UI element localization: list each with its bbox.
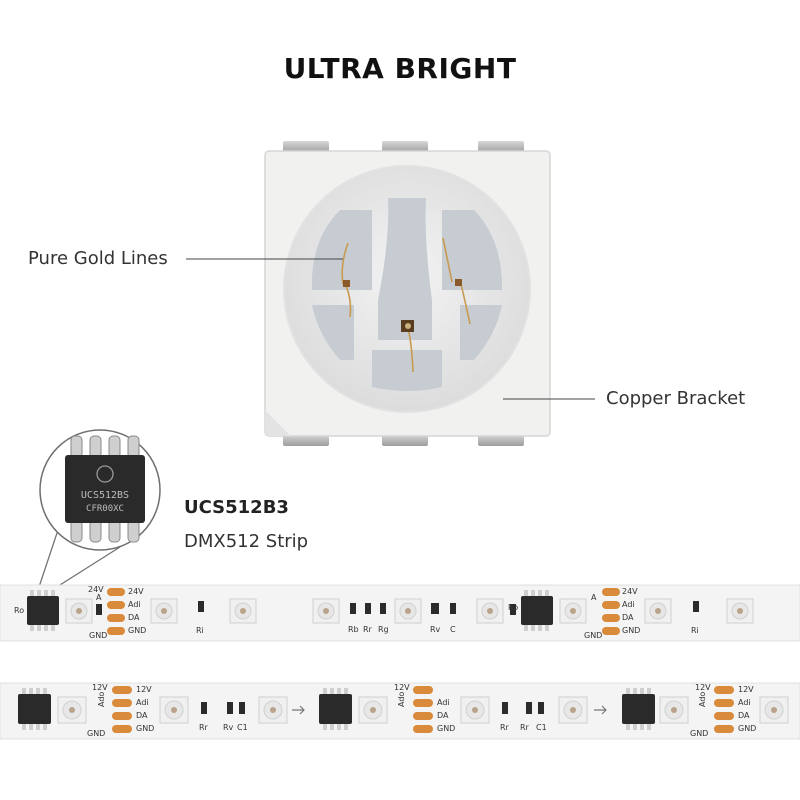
strip2-label-7: Rr	[199, 723, 209, 732]
strip1-label-6: GND	[128, 626, 146, 635]
chip-model-label: UCS512B3	[184, 497, 289, 518]
strip2-label-11: Ado	[397, 692, 406, 707]
bottom-pin-middle	[382, 434, 428, 446]
strip1-label-11: Rg	[378, 625, 389, 634]
strip2-leds	[57, 696, 789, 724]
led-body-corner-chamfer	[265, 410, 291, 436]
die-pads	[311, 198, 503, 391]
strip2-chips	[18, 688, 655, 730]
strip2-label-0: 12V	[92, 683, 108, 692]
strip2-arrows	[292, 705, 607, 715]
strip2-label-17: C1	[536, 723, 547, 732]
strip1-label-9: Rb	[348, 625, 359, 634]
strip2-label-8: Rv	[223, 723, 234, 732]
gold-lines-callout: Pure Gold Lines	[28, 248, 168, 269]
strip1-label-18: A	[591, 593, 597, 602]
top-pin-right	[478, 141, 524, 153]
strip2-resistors	[201, 702, 544, 714]
top-pin-left	[283, 141, 329, 153]
strip2-label-15: Rr	[500, 723, 510, 732]
strip2-label-3: Adi	[136, 698, 149, 707]
led-strip-24v: 24V A Ro 24V Adi DA GND GND Ri Rb Rr Rg …	[0, 584, 800, 642]
strip2-label-13: DA	[437, 711, 449, 720]
strip2-label-24: GND	[690, 729, 708, 738]
strip2-label-16: Rr	[520, 723, 530, 732]
strip2-copper-pads	[112, 686, 734, 733]
strip1-copper-pads	[107, 588, 620, 635]
page-title: ULTRA BRIGHT	[283, 52, 517, 85]
strip1-label-20: GND	[584, 631, 602, 640]
strip2-label-18: 12V	[695, 683, 711, 692]
strip1-chip-2	[521, 590, 553, 631]
strip2-label-4: DA	[136, 711, 148, 720]
led-strip-12v: 12V Ado 12V Adi DA GND GND Rr Rv C1 12V …	[0, 682, 800, 740]
strip1-label-15: Adi	[622, 600, 635, 609]
magnifier-line-left	[37, 532, 58, 591]
strip2-label-21: Adi	[738, 698, 751, 707]
strip1-label-5: DA	[128, 613, 140, 622]
bottom-pin-left	[283, 434, 329, 446]
chip-marking-line1: UCS512BS	[81, 490, 129, 501]
strip2-label-1: Ado	[97, 692, 106, 707]
strip2-label-23: GND	[738, 724, 756, 733]
strip1-leds	[65, 598, 754, 624]
strip1-label-2: Ro	[14, 606, 24, 615]
strip2-label-20: 12V	[738, 685, 754, 694]
bottom-pin-right	[478, 434, 524, 446]
led-dies	[343, 279, 462, 332]
strip1-label-16: DA	[622, 613, 634, 622]
strip1-label-3: 24V	[128, 587, 144, 596]
strip1-chip-1	[27, 590, 59, 631]
strip2-label-9: C1	[237, 723, 248, 732]
strip2-label-6: GND	[87, 729, 105, 738]
strip1-label-10: Rr	[363, 625, 373, 634]
strip2-label-2: 12V	[136, 685, 152, 694]
strip1-label-13: C	[450, 625, 456, 634]
strip1-label-14: 24V	[622, 587, 638, 596]
strip2-label-10: 12V	[394, 683, 410, 692]
strip1-label-21: Ri	[691, 626, 699, 635]
strip-type-label: DMX512 Strip	[184, 531, 309, 552]
strip1-label-17: GND	[622, 626, 640, 635]
magnifier-line-right	[51, 546, 121, 591]
chip-marking-line2: CFR00XC	[86, 504, 124, 514]
strip2-label-5: GND	[136, 724, 154, 733]
magnified-chip: UCS512BS CFR00XC	[65, 435, 145, 543]
strip1-label-4: Adi	[128, 600, 141, 609]
strip1-label-0: 24V	[88, 585, 104, 594]
strip1-label-8: Ri	[196, 626, 204, 635]
strip1-label-12: Rv	[430, 625, 441, 634]
copper-bracket-callout: Copper Bracket	[606, 388, 746, 409]
strip2-label-12: Adi	[437, 698, 450, 707]
strip1-label-7: GND	[89, 631, 107, 640]
strip1-resistors	[96, 601, 699, 615]
top-pin-middle	[382, 141, 428, 153]
strip1-label-1: A	[96, 593, 102, 602]
gold-wires	[341, 237, 471, 373]
strip2-label-22: DA	[738, 711, 750, 720]
strip2-label-14: GND	[437, 724, 455, 733]
strip2-label-19: Ado	[698, 692, 707, 707]
strip1-label-19: Ro	[508, 603, 518, 612]
